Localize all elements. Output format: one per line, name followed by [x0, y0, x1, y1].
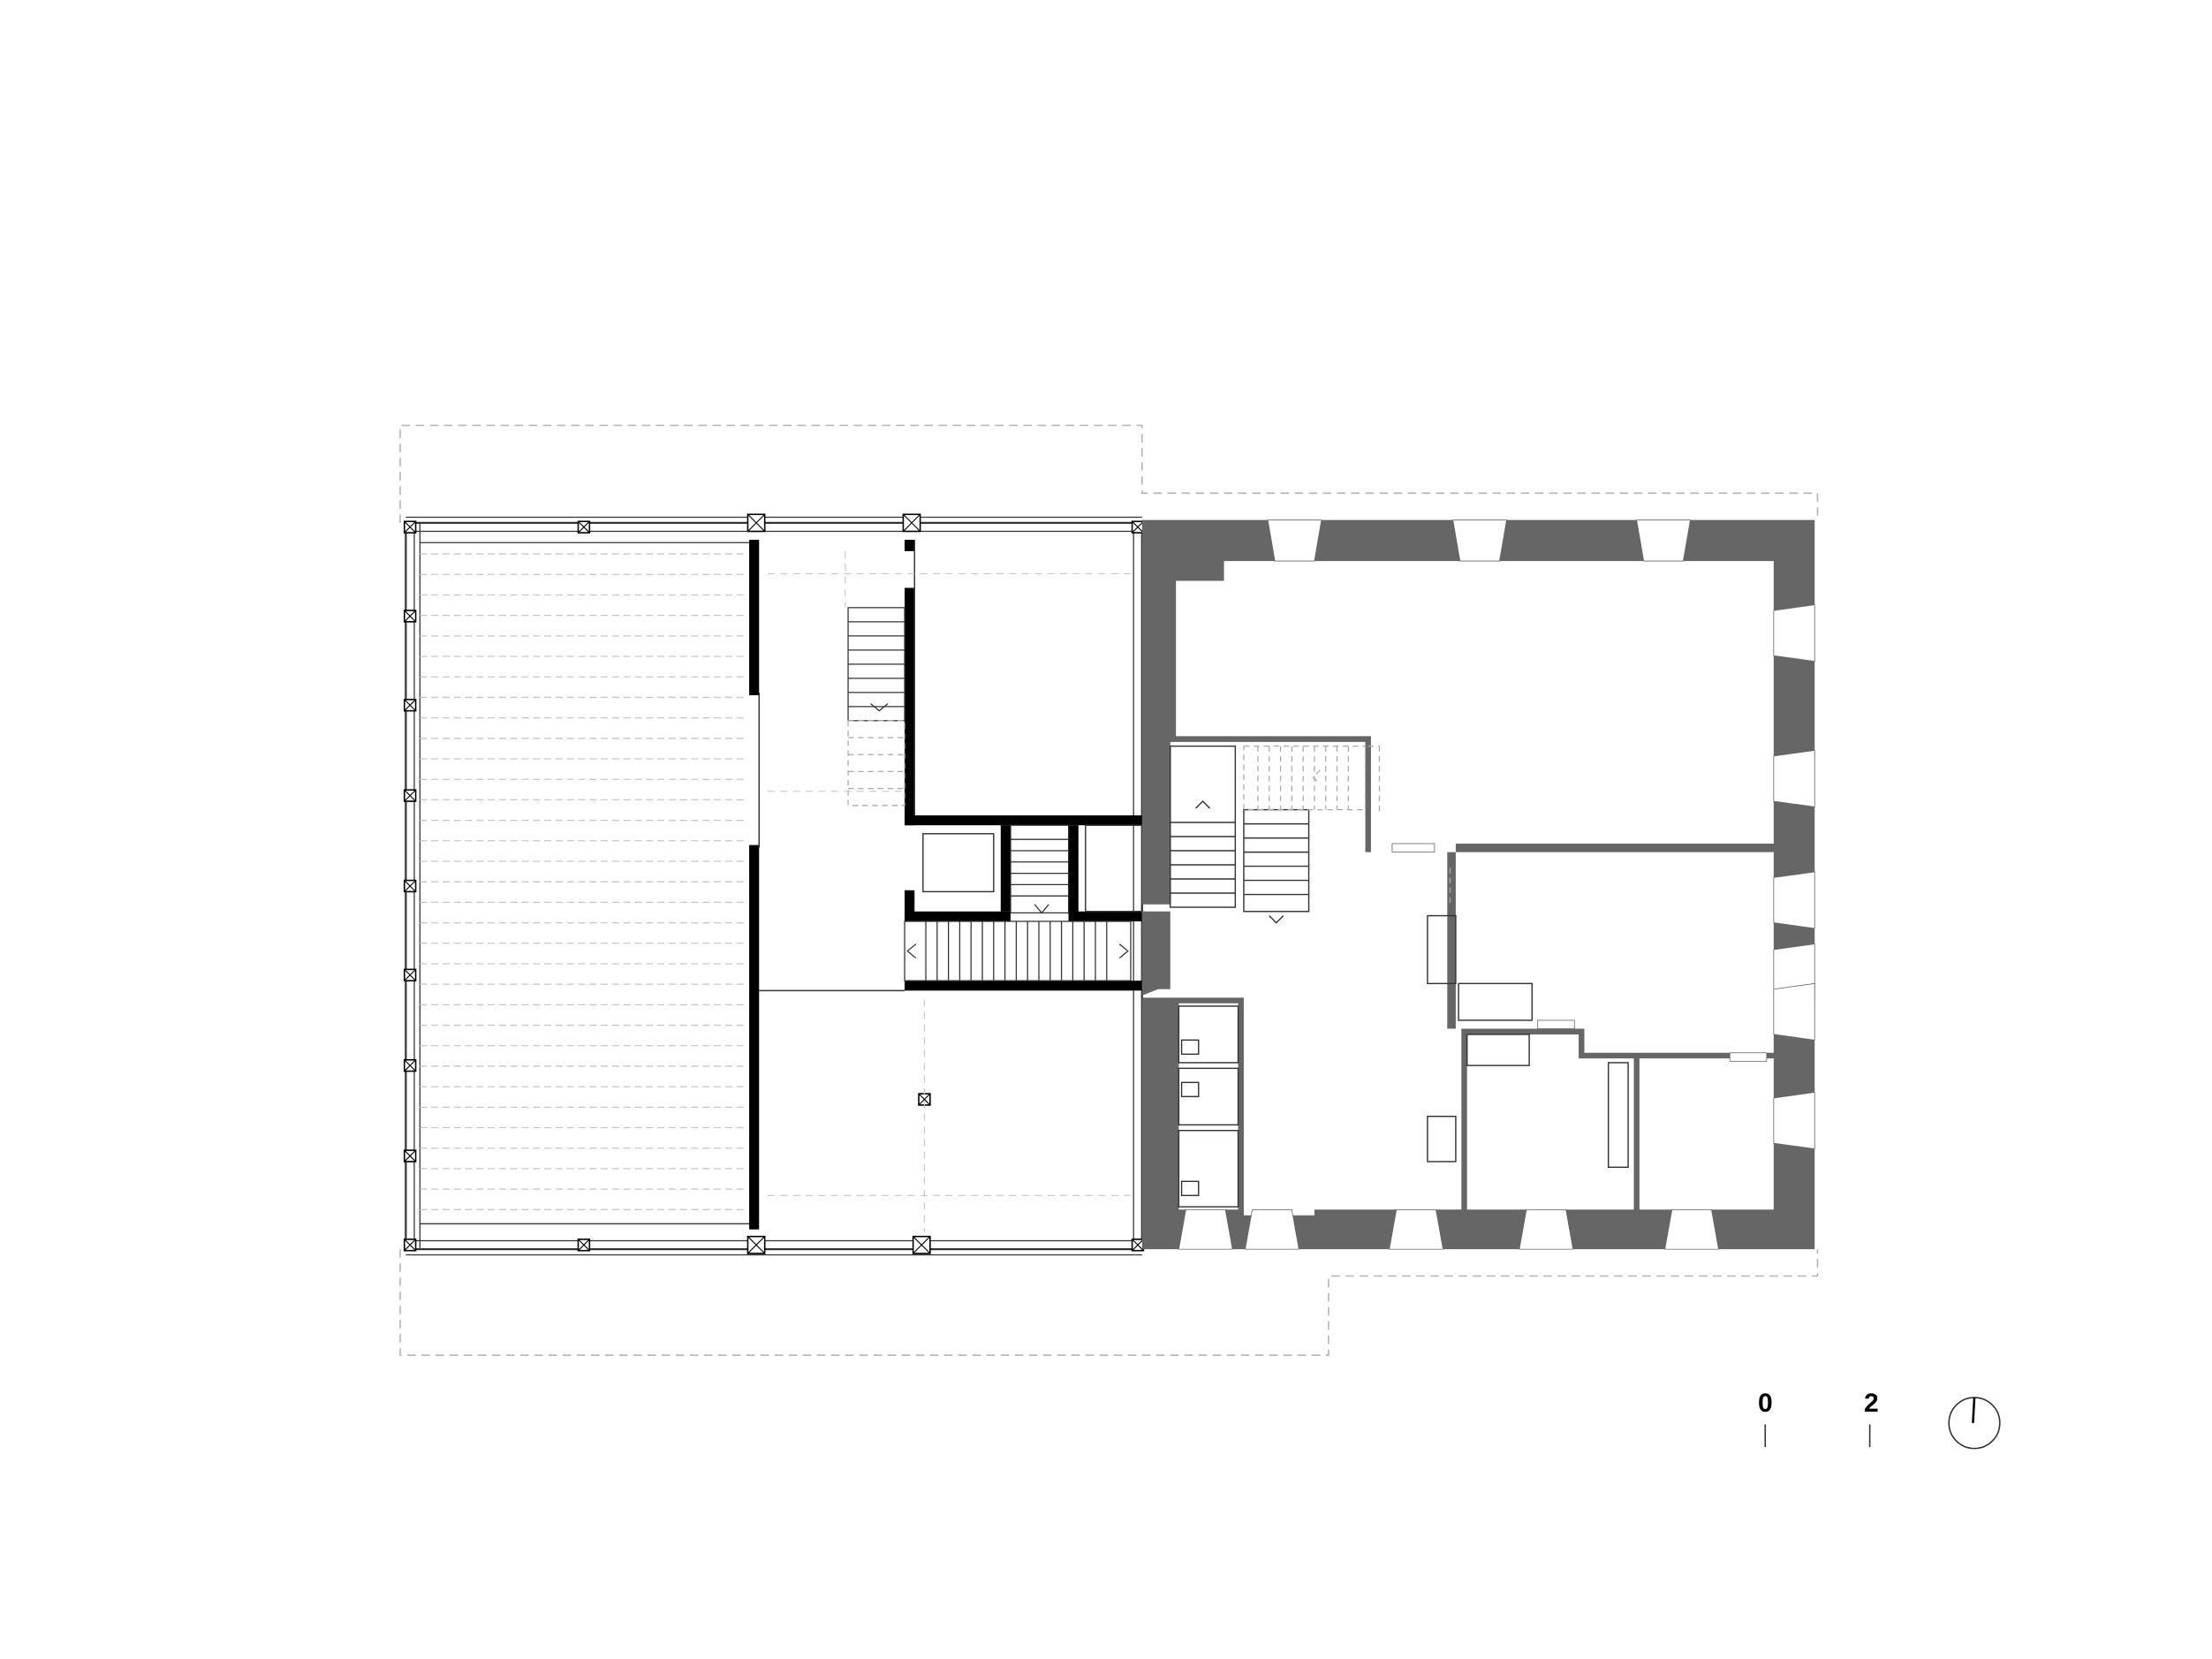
wall-west-room-lower	[749, 845, 760, 1230]
wall-shaft-bottom	[1068, 911, 1145, 921]
north-arrow-icon	[1948, 1397, 2001, 1450]
column	[746, 513, 766, 533]
column	[746, 1235, 766, 1254]
column	[1131, 1239, 1145, 1252]
scale-label-end: 2	[1864, 1389, 1879, 1418]
new-walls	[749, 540, 1145, 1230]
column	[577, 1239, 591, 1252]
overhang-outlines	[399, 424, 1819, 1356]
column	[403, 879, 417, 893]
column	[403, 789, 417, 802]
wall-core-top	[905, 815, 1145, 826]
north-overhang-outline	[399, 424, 1819, 523]
column	[918, 1093, 931, 1106]
wall-shaft-west	[1068, 825, 1079, 921]
south-overhang-outline	[399, 1249, 1819, 1356]
window	[1267, 519, 1322, 562]
column	[403, 968, 417, 981]
windows	[1178, 519, 1815, 1250]
column	[403, 699, 417, 712]
door-opening	[1537, 1019, 1575, 1029]
window	[1773, 604, 1815, 663]
column	[577, 520, 591, 534]
column	[403, 1149, 417, 1163]
stair-core	[904, 824, 1132, 981]
stair-existing-lower	[1170, 745, 1237, 908]
column	[403, 1239, 417, 1252]
lift-car	[922, 833, 995, 893]
floor-plank-lines	[420, 553, 746, 1210]
stair-north	[847, 607, 905, 722]
window	[1773, 871, 1815, 929]
column	[1131, 520, 1145, 534]
wall-lift-bottom	[905, 911, 1011, 921]
scale-bar	[1764, 1424, 1871, 1448]
column	[912, 1235, 931, 1254]
window	[1389, 1208, 1443, 1250]
column	[403, 610, 417, 623]
scale-label-start: 0	[1758, 1389, 1773, 1418]
window	[1636, 519, 1691, 562]
west-wing-inner-frame	[413, 530, 1134, 1242]
east-wing	[1141, 519, 1815, 1250]
window	[1773, 749, 1815, 807]
west-wing	[403, 513, 1145, 1256]
stair-existing-hidden	[1243, 745, 1451, 905]
door-opening	[1729, 1052, 1768, 1062]
existing-masonry	[1141, 519, 1815, 1250]
window	[1178, 1208, 1233, 1250]
stair-north-hidden	[847, 720, 905, 807]
window	[1452, 519, 1507, 562]
column	[403, 520, 417, 534]
stair-existing-upper	[1243, 808, 1310, 913]
window	[1664, 1208, 1719, 1250]
window	[1519, 1208, 1574, 1250]
wall-core-west	[905, 587, 915, 826]
wall-corridor-south	[905, 981, 1145, 991]
window	[1773, 982, 1815, 1041]
column	[403, 1058, 417, 1072]
door-opening	[1391, 843, 1436, 852]
wall-west-room-upper	[749, 540, 760, 696]
column	[902, 513, 921, 533]
wall-core-stub	[905, 540, 915, 551]
window	[1245, 1208, 1299, 1250]
structural-columns	[403, 513, 1145, 1254]
west-wing-frame	[405, 521, 1143, 1251]
wall-lift-east	[1000, 825, 1011, 912]
wall-lift-west	[905, 890, 915, 920]
window	[1773, 1092, 1815, 1149]
